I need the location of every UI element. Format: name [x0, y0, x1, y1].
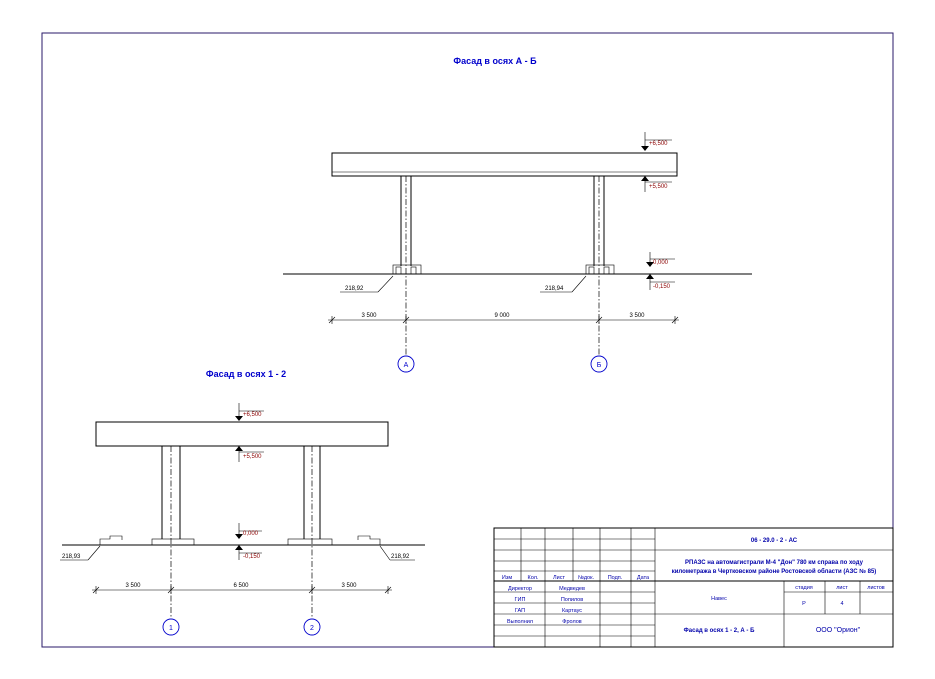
view1-dim-right: 3 500 — [629, 313, 645, 319]
tb-role-gap: ГАП — [515, 608, 525, 614]
view1-axis-bubble-b — [590, 355, 608, 373]
tb-company: ООО "Орион" — [816, 627, 861, 634]
view2-mark-canopy-bottom: +5,500 — [243, 454, 262, 460]
view2-mark-zero: 0,000 — [243, 531, 259, 537]
view-facade-a-b: Фасад в осях А - Б — [283, 56, 752, 373]
tb-header-list: Лист — [553, 575, 565, 581]
view2-column-2 — [287, 446, 333, 546]
view2-axis-label-2: 2 — [310, 625, 314, 632]
tb-stage-value: Р — [802, 601, 806, 607]
tb-name-director: Медведев — [559, 586, 585, 592]
tb-header-date: Дата — [637, 575, 650, 581]
title-block: 06 - 29.0 - 2 - АС РПАЗС на автомагистра… — [493, 527, 894, 648]
view1-dim-left: 3 500 — [361, 313, 377, 319]
tb-sheets-label: листов — [867, 585, 885, 591]
tb-sheet-label: лист — [836, 585, 848, 591]
tb-header-doc: №док. — [578, 575, 595, 581]
view1-ground-level-right: 218,94 — [545, 286, 564, 292]
tb-sheet-value: 4 — [840, 601, 843, 607]
view2-dim-middle: 6 500 — [233, 583, 249, 589]
view2-mark-minus: -0,150 — [243, 554, 261, 560]
view2-ground-level-right: 218,92 — [391, 554, 410, 560]
tb-header-podp: Подп. — [608, 575, 623, 581]
tb-header-kol: Кол. — [528, 575, 539, 581]
tb-role-gip: ГИП — [515, 597, 526, 603]
tb-drawing-title: Фасад в осях 1 - 2, А - Б — [684, 628, 755, 634]
view1-dim-middle: 9 000 — [494, 313, 510, 319]
view1-ground-level-left: 218,92 — [345, 286, 364, 292]
view-facade-1-2: Фасад в осях 1 - 2 +6,500 — [60, 369, 425, 636]
view2-axis-label-1: 1 — [169, 625, 173, 632]
view1-ground-levels: 218,92 218,94 — [340, 275, 587, 293]
view2-level-marks: +6,500 +5,500 0,000 -0,150 — [235, 403, 264, 560]
view2-column-1 — [151, 446, 195, 546]
view2-axis-bubble-1 — [162, 618, 180, 636]
view1-title: Фасад в осях А - Б — [453, 56, 537, 66]
tb-project-line2: километража в Чертковском районе Ростовс… — [672, 568, 877, 575]
view1-column-a — [392, 176, 422, 275]
tb-project-line1: РПАЗС на автомагистрали М-4 "Дон" 780 км… — [685, 560, 864, 566]
tb-header-izm: Изм — [502, 575, 512, 581]
view1-mark-top: +6,500 — [649, 141, 668, 147]
view2-canopy — [95, 421, 389, 447]
tb-code: 06 - 29.0 - 2 - АС — [751, 538, 798, 544]
view2-ground-levels: 218,93 218,92 — [60, 545, 415, 561]
view2-dim-left: 3 500 — [125, 583, 141, 589]
view1-level-marks: +6,500 +5,500 0,000 -0,150 — [641, 132, 675, 290]
tb-name-gip: Попилов — [561, 597, 583, 603]
view2-dimension-line: 3 500 6 500 3 500 — [92, 583, 392, 594]
tb-name-executor: Фролов — [562, 619, 582, 625]
view2-mark-top: +6,500 — [243, 412, 262, 418]
view1-axis-label-a: А — [404, 362, 409, 369]
view1-column-b — [585, 176, 615, 275]
view1-dimension-line: 3 500 9 000 3 500 — [328, 313, 679, 324]
tb-name-gap: Картаус — [562, 608, 582, 614]
tb-role-director: Директор — [508, 586, 532, 592]
view2-dim-right: 3 500 — [341, 583, 357, 589]
tb-object: Навес — [711, 596, 727, 602]
sheet-frame — [41, 32, 894, 648]
view2-axis-bubble-2 — [303, 618, 321, 636]
view2-title: Фасад в осях 1 - 2 — [206, 369, 286, 379]
view2-curbs — [99, 535, 381, 545]
view1-mark-canopy-bottom: +5,500 — [649, 184, 668, 190]
view1-canopy — [331, 152, 678, 177]
view1-mark-zero: 0,000 — [653, 260, 669, 266]
tb-role-executor: Выполнил — [507, 619, 533, 625]
view1-axis-label-b: Б — [597, 362, 602, 369]
view1-mark-minus: -0,150 — [653, 284, 671, 290]
tb-stage-label: стадия — [795, 585, 813, 591]
view1-axis-bubble-a — [397, 355, 415, 373]
view2-ground-level-left: 218,93 — [62, 554, 81, 560]
